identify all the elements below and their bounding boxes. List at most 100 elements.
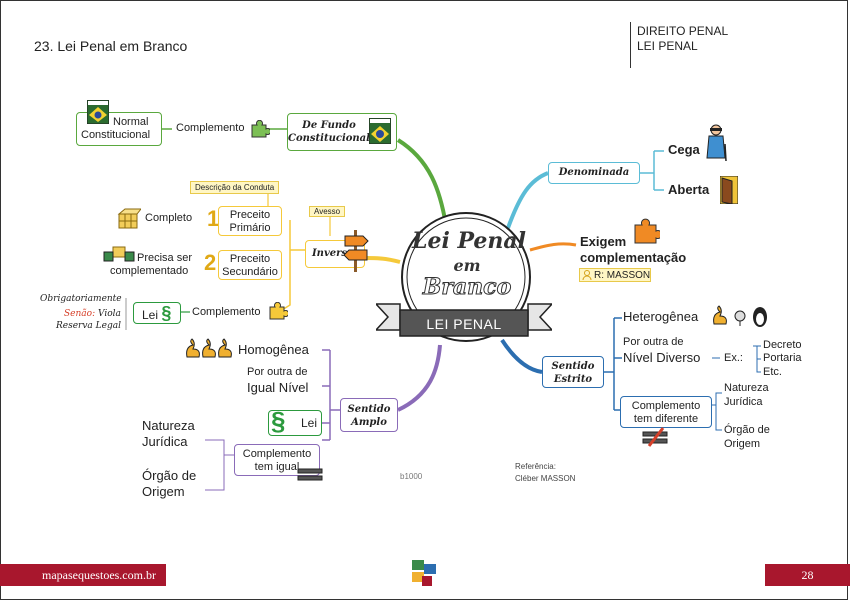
central-node (376, 212, 552, 342)
estrito-label-line1: Sentido (551, 361, 595, 372)
estrito-heterogenea: Heterogênea (623, 309, 699, 324)
central-title-line2: em (453, 256, 481, 275)
node-preceito-secundario: Preceito Secundário (218, 250, 282, 280)
estrito-nivel-diverso: Nível Diverso (623, 350, 701, 365)
normal-line2: Constitucional (81, 129, 151, 141)
central-ribbon-text: LEI PENAL (426, 316, 502, 332)
estrito-por-outra: Por outra de (623, 336, 684, 348)
node-lei-inversa: Lei § (133, 302, 181, 324)
obrigatoriamente: Obrigatoriamente (40, 294, 122, 304)
preceito2-line1: Preceito (229, 253, 271, 265)
exigem-line1: Exigem (580, 234, 627, 249)
amplo-orgao-line2: Origem (142, 484, 185, 499)
estrito-orgao-line2: Origem (724, 438, 761, 450)
branch-fundo (396, 138, 448, 226)
not-equal-icon (642, 427, 668, 447)
num-two: 2 (204, 250, 217, 275)
amplo-por-outra: Por outra de (247, 366, 308, 378)
node-sentido-amplo: Sentido Amplo (340, 398, 398, 432)
ex-item-etc: Etc. (763, 366, 782, 378)
branch-denominada (506, 171, 549, 229)
lei-inversa-label: Lei (142, 308, 159, 322)
fundo-label-line2: Constitucional (288, 133, 370, 144)
swans-icon (186, 338, 232, 358)
node-denominada: Denominada (548, 162, 640, 184)
branch-inversa (364, 256, 401, 264)
swan-icon (713, 305, 727, 325)
inversa-descricao: Descrição da Conduta (190, 181, 280, 194)
estrito-natureza-line2: Jurídica (724, 396, 763, 408)
diferente-line2: tem diferente (633, 413, 699, 425)
node-lei-amplo: § Lei (268, 406, 322, 436)
fundo-complemento: Complemento (176, 122, 245, 134)
senao-red: Senão: (64, 309, 96, 319)
lei-amplo-label: Lei (300, 416, 317, 430)
inversa-completo: Completo (145, 212, 193, 224)
preceito2-line2: Secundário (222, 266, 278, 278)
puzzle-piece-icon (251, 120, 270, 138)
exigem-line2: complementação (580, 250, 687, 265)
reserva-legal: Reserva Legal (56, 321, 121, 331)
ex-item-portaria: Portaria (763, 352, 802, 364)
footer-page-number: 28 (765, 564, 850, 586)
central-title-line3: Branco (422, 274, 512, 301)
branch-estrito (500, 338, 543, 374)
branch-exigem (529, 242, 577, 252)
senao-rest: Viola (97, 309, 121, 319)
descricao-link (240, 192, 269, 206)
igual-line2: tem igual (254, 461, 300, 473)
node-sentido-estrito: Sentido Estrito (542, 356, 604, 388)
normal-line1: Normal (113, 116, 149, 128)
page-title: 23. Lei Penal em Branco (34, 38, 188, 54)
estrito-links (604, 317, 622, 411)
num-one: 1 (207, 206, 220, 231)
precisa-line1: Precisa ser (137, 252, 193, 264)
cubes-partial-icon (103, 246, 135, 262)
estrito-orgao-line1: Órgão de (724, 424, 770, 436)
inversa-complemento: Complemento (192, 306, 261, 318)
fundo-label-line1: De Fundo (302, 120, 356, 131)
diferente-links (712, 392, 722, 431)
amplo-links (322, 349, 340, 441)
amplo-natureza-line2: Jurídica (142, 434, 188, 449)
estrito-natureza-line1: Natureza (724, 382, 769, 394)
igual-links (205, 439, 234, 491)
signpost-icon (343, 230, 369, 272)
logo-icon (412, 560, 436, 586)
node-complemento-diferente: Complemento tem diferente (620, 396, 712, 428)
reference-name: Cléber MASSON (515, 474, 576, 483)
equal-icon (297, 468, 323, 481)
inversa-avesso: Avesso (309, 206, 346, 217)
header-divider (630, 22, 631, 68)
amplo-orgao-line1: Órgão de (142, 468, 197, 483)
constitution-book-icon (369, 118, 391, 144)
ex-item-decreto: Decreto (763, 339, 802, 351)
amplo-label-line2: Amplo (351, 417, 387, 428)
section-sign-icon: § (161, 303, 172, 323)
reference-label: Referência: (515, 462, 556, 471)
subject-line1: DIREITO PENAL (637, 24, 729, 38)
amplo-label-line1: Sentido (347, 404, 391, 415)
mixed-animals-icon (713, 305, 767, 327)
exigem-ref: R: MASSON (594, 270, 651, 281)
blind-man-icon (706, 124, 727, 162)
preceito1-line2: Primário (229, 222, 271, 234)
amplo-igual-nivel: Igual Nível (247, 380, 309, 395)
constitution-book-icon-small (87, 100, 109, 124)
penguin-icon (753, 307, 767, 327)
amplo-homogenea: Homogênea (238, 342, 309, 357)
door-icon (720, 176, 738, 204)
ex-links (712, 345, 761, 373)
cubes-icon (117, 208, 141, 229)
branch-amplo (397, 344, 442, 412)
section-sign-large-icon: § (271, 406, 286, 436)
estrito-ex: Ex.: (724, 352, 743, 364)
amplo-natureza-line1: Natureza (142, 418, 195, 433)
node-preceito-primario: Preceito Primário (218, 206, 282, 236)
preceito1-line1: Preceito (229, 209, 271, 221)
inversa-links (281, 220, 305, 311)
footer-site[interactable]: mapasequestoes.com.br (0, 564, 166, 586)
igual-line1: Complemento (242, 448, 312, 460)
